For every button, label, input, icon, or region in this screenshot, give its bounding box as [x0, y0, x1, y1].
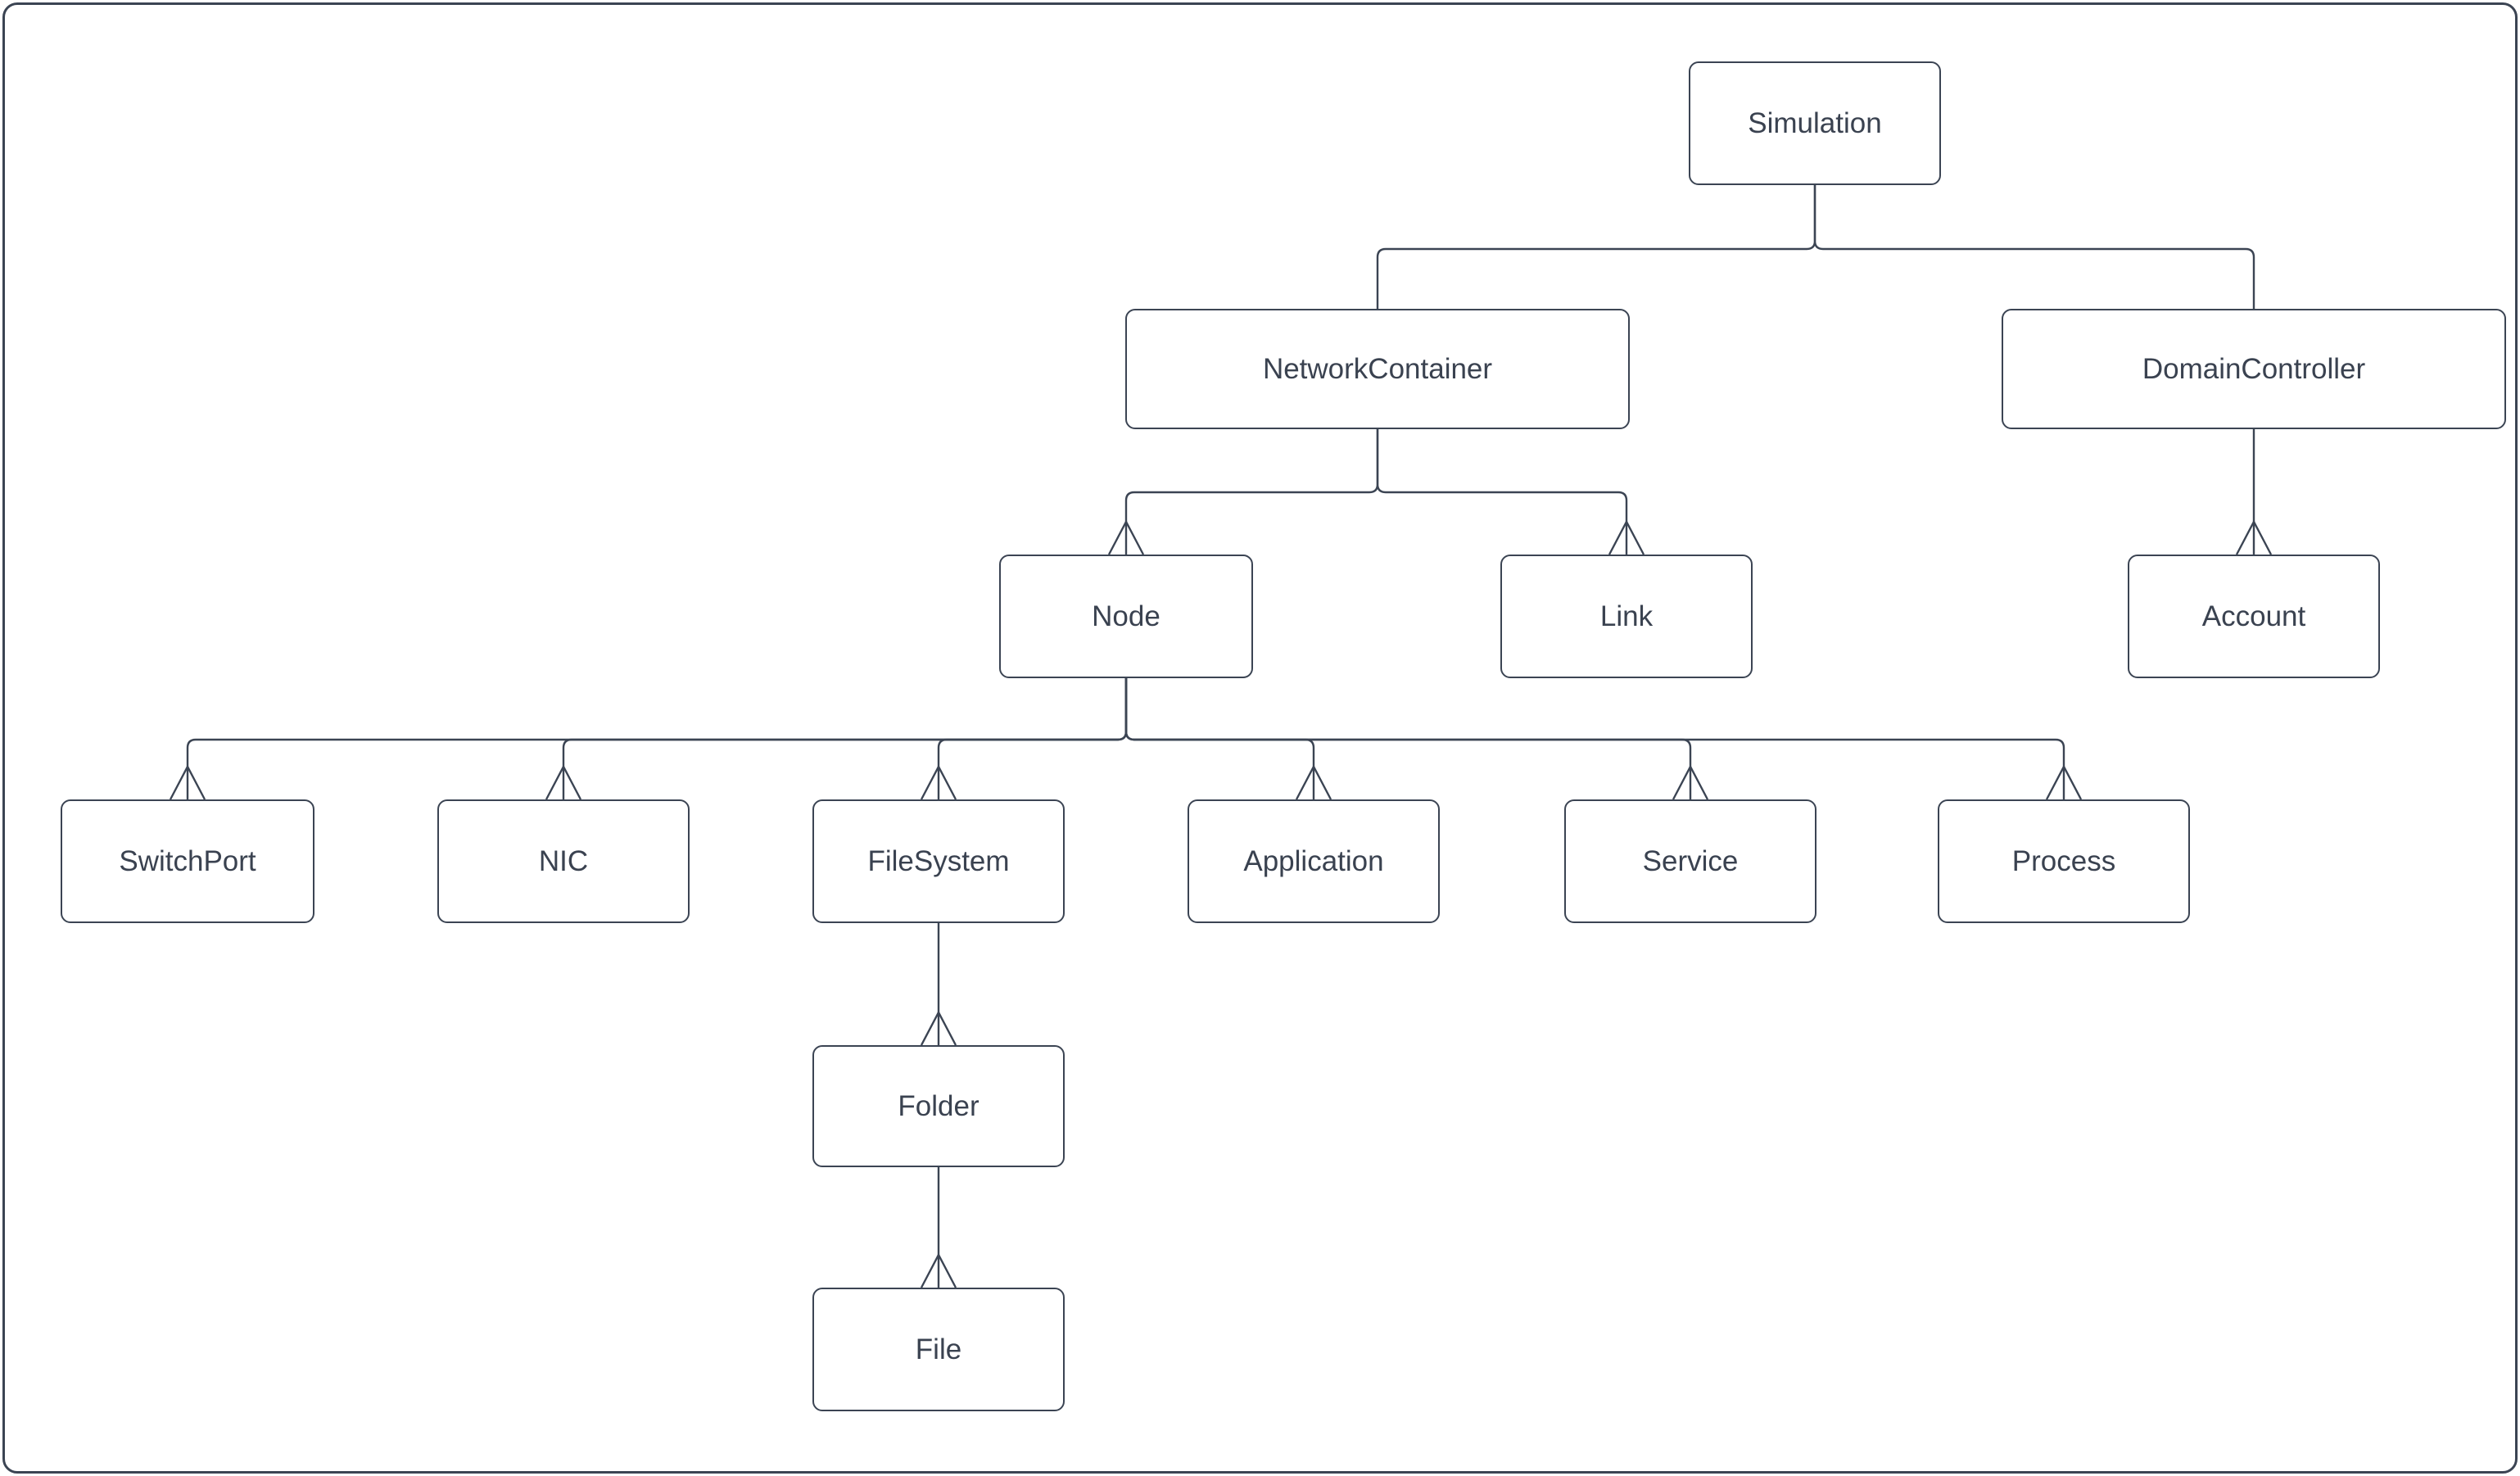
edge-node-process [1124, 678, 2065, 799]
arrowhead-folder [920, 1010, 957, 1046]
edge-networkcontainer-node [1124, 429, 1379, 555]
node-application[interactable]: Application [1188, 799, 1440, 923]
node-link[interactable]: Link [1500, 555, 1753, 678]
arrowhead-account [2235, 519, 2273, 555]
node-file[interactable]: File [812, 1288, 1065, 1411]
node-switch-port[interactable]: SwitchPort [61, 799, 314, 923]
node-process[interactable]: Process [1938, 799, 2190, 923]
arrowhead-file [920, 1252, 957, 1288]
node-nic[interactable]: NIC [437, 799, 690, 923]
node-folder[interactable]: Folder [812, 1045, 1065, 1167]
edge-node-filesystem [937, 678, 1128, 799]
arrowhead-filesystem [920, 764, 957, 800]
edge-simulation-domaincontroller [1813, 185, 2255, 309]
node-service[interactable]: Service [1564, 799, 1816, 923]
arrowhead-application [1295, 764, 1332, 800]
edge-simulation-networkcontainer [1376, 185, 1816, 309]
arrowhead-switchport [169, 764, 206, 800]
arrowhead-process [2045, 764, 2083, 800]
node-network-container[interactable]: NetworkContainer [1125, 309, 1630, 429]
node-node[interactable]: Node [999, 555, 1253, 678]
arrowhead-nic [545, 764, 582, 800]
node-simulation[interactable]: Simulation [1689, 61, 1941, 185]
node-domain-controller[interactable]: DomainController [2002, 309, 2506, 429]
edge-networkcontainer-link [1376, 429, 1628, 555]
node-filesystem[interactable]: FileSystem [812, 799, 1065, 923]
node-account[interactable]: Account [2128, 555, 2380, 678]
arrowhead-service [1672, 764, 1709, 800]
arrowhead-node [1107, 519, 1145, 555]
arrowhead-link [1608, 519, 1645, 555]
